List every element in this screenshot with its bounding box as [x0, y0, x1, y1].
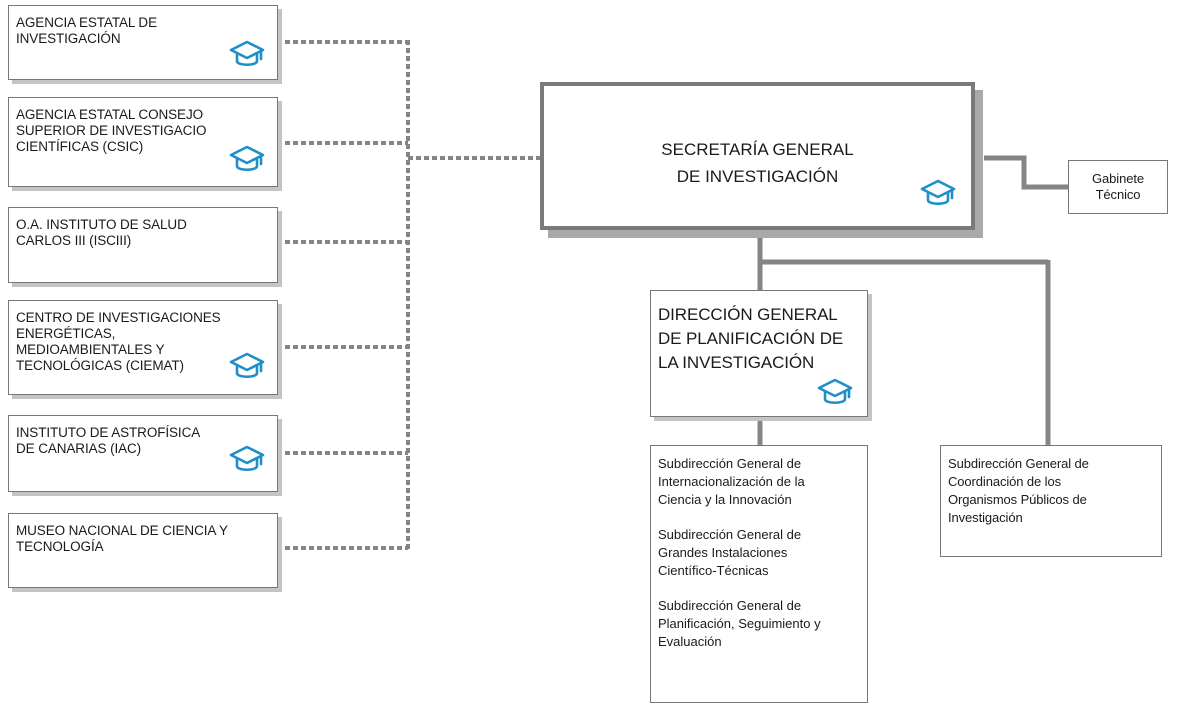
subdireccion-grandes-instalaciones: Subdirección General de Grandes Instalac… — [658, 527, 802, 578]
subdireccion-coordinacion-box: Subdirección General de Coordinación de … — [940, 445, 1162, 557]
organismo-box-iac: INSTITUTO DE ASTROFÍSICA DE CANARIAS (IA… — [8, 415, 278, 492]
organismo-name: AGENCIA ESTATAL DE INVESTIGACIÓN — [16, 15, 157, 46]
dotted-connectors — [285, 40, 540, 550]
organismo-box-aei: AGENCIA ESTATAL DE INVESTIGACIÓN — [8, 5, 278, 80]
gabinete-tecnico-box: Gabinete Técnico — [1068, 160, 1168, 214]
graduation-cap-icon — [229, 352, 265, 379]
solid-connectors — [757, 155, 1068, 445]
direccion-general-box: DIRECCIÓN GENERAL DE PLANIFICACIÓN DE LA… — [650, 290, 868, 417]
secretaria-general-title: SECRETARÍA GENERAL DE INVESTIGACIÓN — [661, 140, 854, 186]
organismo-name: AGENCIA ESTATAL CONSEJO SUPERIOR DE INVE… — [16, 107, 207, 154]
organismo-box-ciemat: CENTRO DE INVESTIGACIONES ENERGÉTICAS, M… — [8, 300, 278, 395]
graduation-cap-icon — [817, 378, 853, 405]
organismo-name: CENTRO DE INVESTIGACIONES ENERGÉTICAS, M… — [16, 310, 221, 373]
subdireccion-planificacion: Subdirección General de Planificación, S… — [658, 598, 821, 649]
graduation-cap-icon — [229, 145, 265, 172]
graduation-cap-icon — [229, 40, 265, 67]
organismo-name: INSTITUTO DE ASTROFÍSICA DE CANARIAS (IA… — [16, 425, 201, 456]
subdirecciones-box: Subdirección General de Internacionaliza… — [650, 445, 868, 703]
direccion-general-title: DIRECCIÓN GENERAL DE PLANIFICACIÓN DE LA… — [658, 305, 844, 372]
secretaria-general-box: SECRETARÍA GENERAL DE INVESTIGACIÓN — [540, 82, 975, 230]
subdireccion-coordinacion-label: Subdirección General de Coordinación de … — [948, 456, 1089, 525]
organismo-box-isciii: O.A. INSTITUTO DE SALUD CARLOS III (ISCI… — [8, 207, 278, 283]
gabinete-tecnico-label: Gabinete Técnico — [1092, 171, 1144, 202]
organismo-box-csic: AGENCIA ESTATAL CONSEJO SUPERIOR DE INVE… — [8, 97, 278, 187]
organismo-name: O.A. INSTITUTO DE SALUD CARLOS III (ISCI… — [16, 217, 187, 248]
subdireccion-internacionalizacion: Subdirección General de Internacionaliza… — [658, 456, 805, 507]
graduation-cap-icon — [229, 445, 265, 472]
graduation-cap-icon — [920, 179, 956, 206]
organismo-name: MUSEO NACIONAL DE CIENCIA Y TECNOLOGÍA — [16, 523, 228, 554]
organismo-box-muncyt: MUSEO NACIONAL DE CIENCIA Y TECNOLOGÍA — [8, 513, 278, 588]
